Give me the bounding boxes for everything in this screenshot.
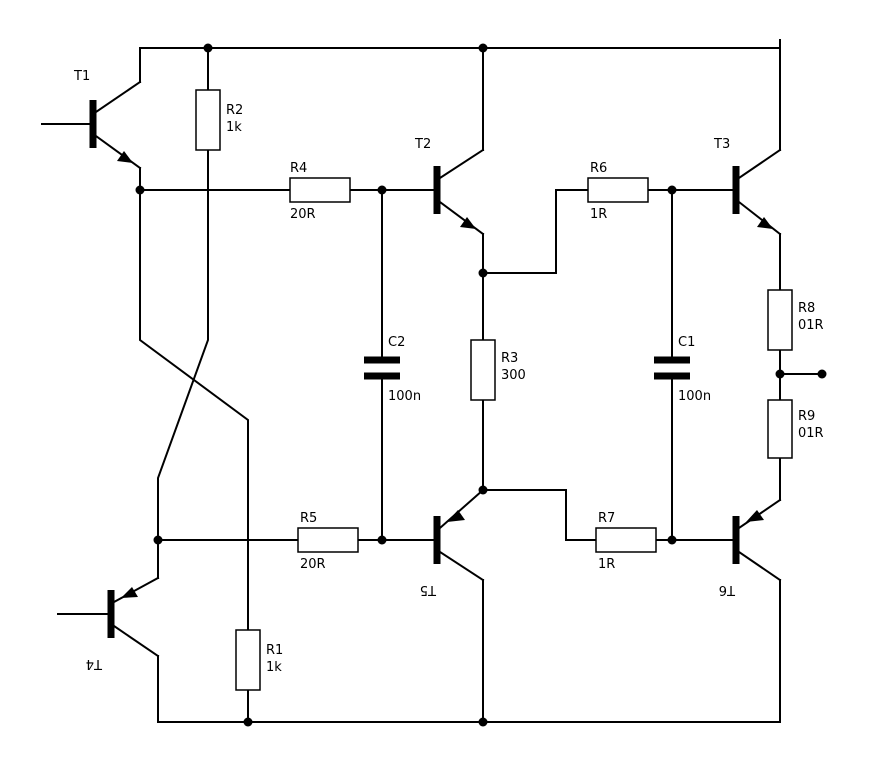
transistor-t2 [433, 148, 485, 236]
resistor-r1 [235, 629, 261, 691]
c2-value: 100n [388, 389, 421, 404]
r8-label: R8 [798, 301, 815, 316]
r3-value: 300 [501, 368, 526, 383]
r9-value: 01R [798, 426, 824, 441]
c2-label: C2 [388, 335, 405, 350]
resistor-r6 [587, 177, 649, 203]
t1-emitter-arrow [117, 151, 133, 163]
c1-value: 100n [678, 389, 711, 404]
r4-value: 20R [290, 207, 316, 222]
r6-value: 1R [590, 207, 607, 222]
resistor-r3 [470, 339, 496, 401]
r4-label: R4 [290, 161, 307, 176]
t2-label: T2 [414, 137, 431, 152]
transistor-t4 [107, 576, 160, 658]
r8-value: 01R [798, 318, 824, 333]
r5-value: 20R [300, 557, 326, 572]
r6-label: R6 [590, 161, 607, 176]
c1-label: C1 [678, 335, 695, 350]
r3-label: R3 [501, 351, 518, 366]
t6-label: T6 [719, 582, 736, 597]
resistor-r2 [195, 89, 221, 151]
r2-value: 1k [226, 120, 242, 135]
r1-value: 1k [266, 660, 282, 675]
resistor-r8 [767, 289, 793, 351]
t3-label: T3 [713, 137, 730, 152]
t1-label: T1 [73, 69, 90, 84]
resistor-r4 [289, 177, 351, 203]
r7-value: 1R [598, 557, 615, 572]
resistor-r7 [595, 527, 657, 553]
r7-label: R7 [598, 511, 615, 526]
wires [41, 39, 823, 723]
r1-label: R1 [266, 643, 283, 658]
transistor-t1 [89, 80, 142, 170]
r2-label: R2 [226, 103, 243, 118]
transistor-t3 [732, 148, 782, 236]
junction-dots [135, 43, 827, 727]
t2-emitter-arrow [460, 217, 476, 229]
capacitor-c1 [654, 356, 690, 380]
resistor-r9 [767, 399, 793, 459]
t4-label: T4 [86, 656, 103, 671]
capacitor-c2 [364, 356, 400, 380]
r5-label: R5 [300, 511, 317, 526]
t6-emitter-arrow [746, 510, 764, 522]
t3-emitter-arrow [757, 217, 773, 229]
t5-label: T5 [420, 582, 437, 597]
resistor-r5 [297, 527, 359, 553]
r9-label: R9 [798, 409, 815, 424]
t5-emitter-arrow [447, 510, 465, 522]
transistor-t6 [732, 498, 782, 582]
t4-emitter-arrow [121, 587, 138, 598]
transistor-t5 [433, 488, 485, 582]
